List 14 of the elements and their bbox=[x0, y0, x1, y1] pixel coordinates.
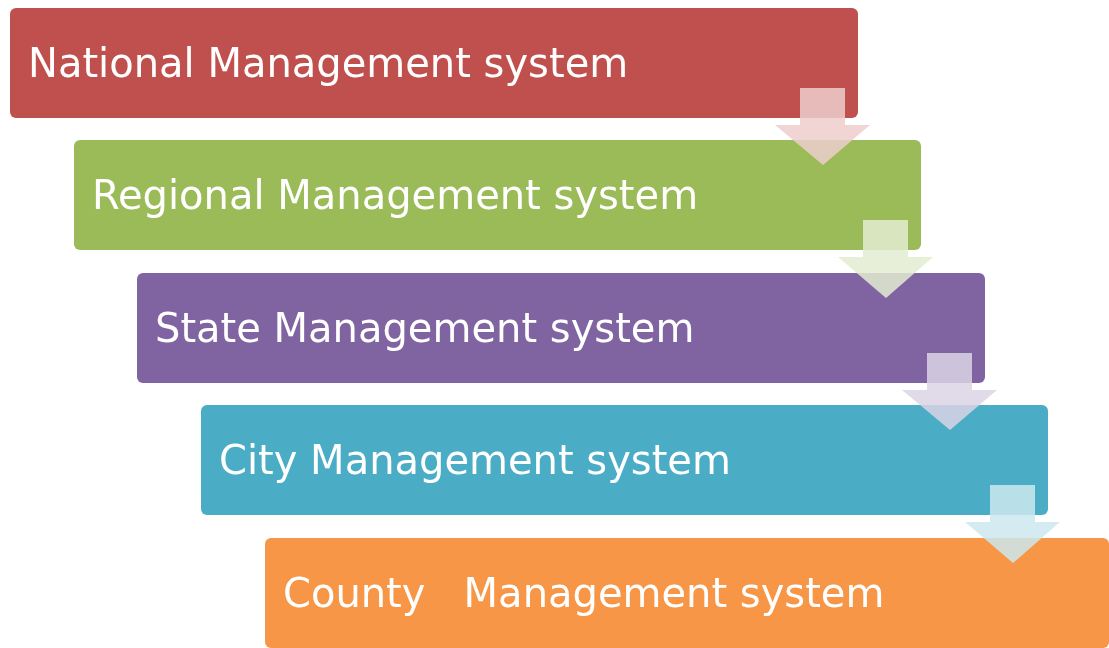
process-box bbox=[10, 8, 858, 118]
process-box bbox=[137, 273, 985, 383]
box-label: National Management system bbox=[28, 41, 629, 85]
block-arrow bbox=[902, 353, 997, 430]
block-arrow bbox=[838, 220, 933, 298]
box-label: County Management system bbox=[283, 571, 885, 615]
block-arrow bbox=[775, 88, 870, 165]
box-label: Regional Management system bbox=[92, 173, 699, 217]
block-arrow bbox=[965, 485, 1060, 563]
process-box bbox=[265, 538, 1109, 648]
box-label: City Management system bbox=[219, 438, 731, 482]
process-box bbox=[74, 140, 921, 250]
box-label: State Management system bbox=[155, 306, 695, 350]
process-box bbox=[201, 405, 1048, 515]
